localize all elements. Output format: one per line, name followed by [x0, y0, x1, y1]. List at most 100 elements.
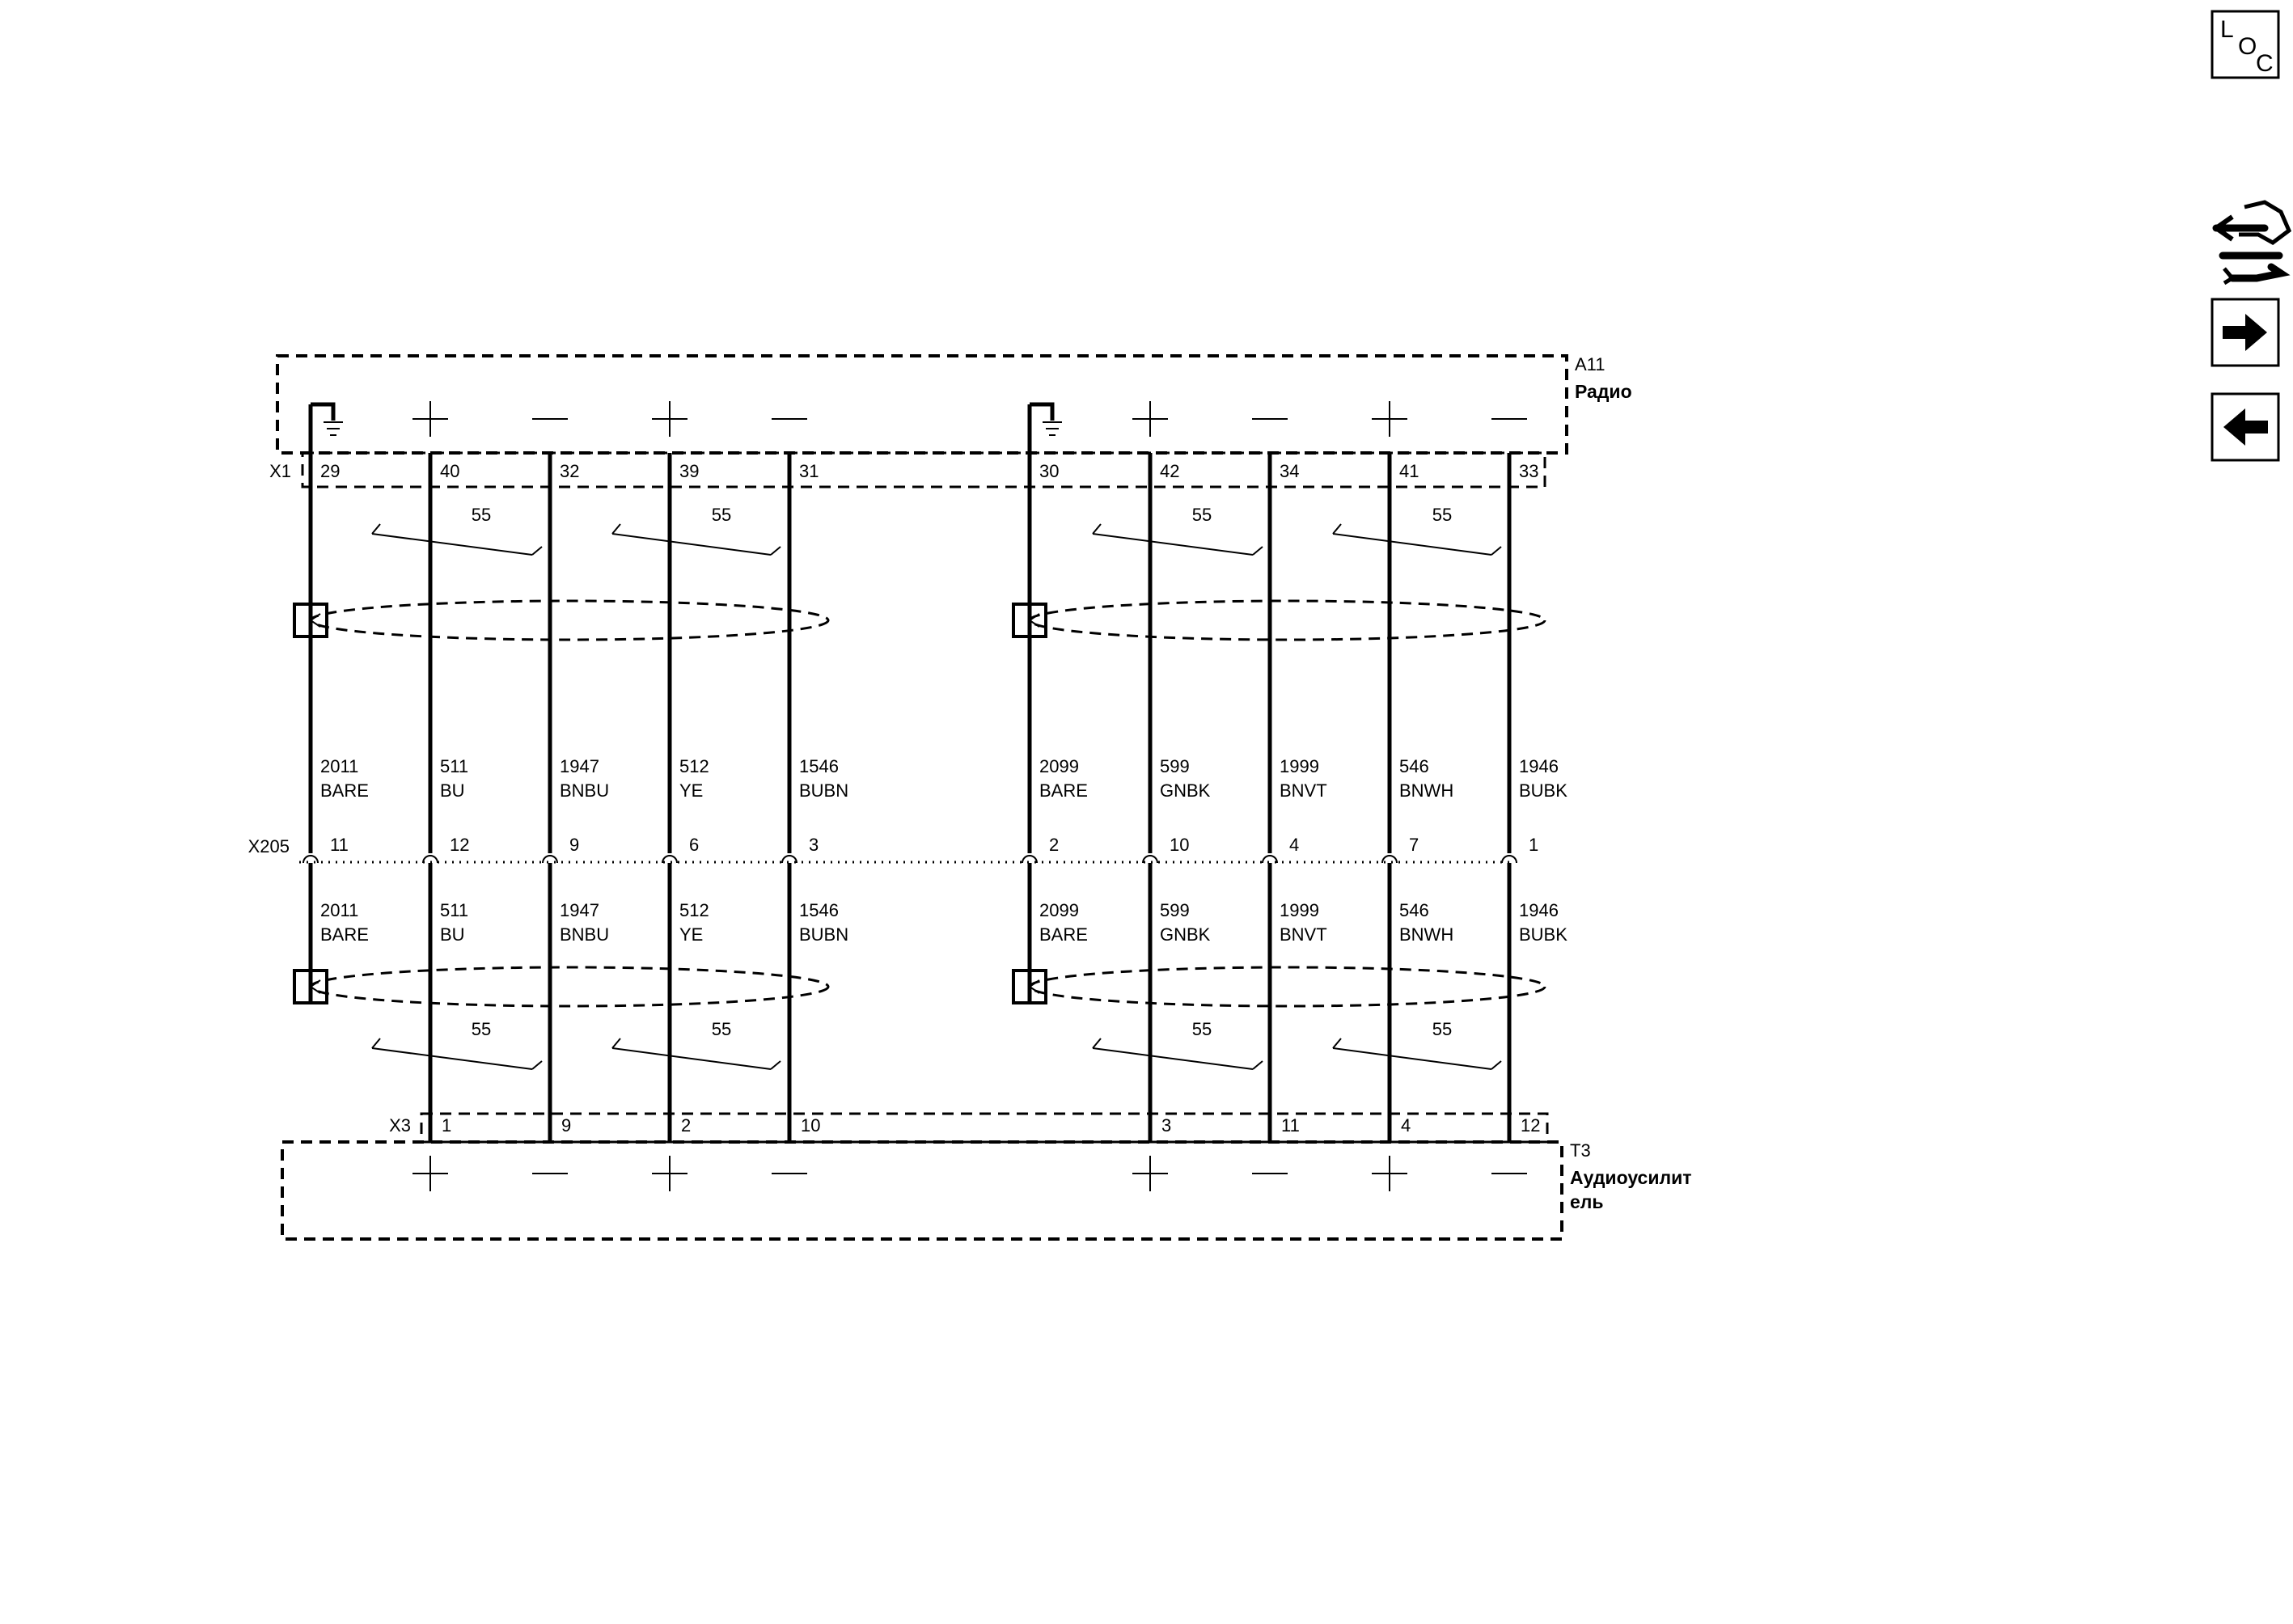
- circuit-number-upper: 1546: [799, 756, 839, 776]
- x1-pin-label: 34: [1280, 461, 1299, 481]
- twist-tick: [531, 1060, 543, 1070]
- loc-icon: [2211, 10, 2280, 79]
- circuit-number-upper: 511: [440, 756, 468, 776]
- x205-pin-label: 6: [689, 835, 699, 855]
- twist-tick: [1252, 546, 1263, 556]
- x1-pin-label: 40: [440, 461, 459, 481]
- arrow-left-icon: [2223, 408, 2268, 446]
- wire-1546: [772, 418, 807, 1174]
- twist-tick: [1332, 1038, 1342, 1049]
- amplifier-name-line1: Аудиоусилит: [1570, 1167, 1691, 1188]
- ground-icon: [1043, 421, 1062, 436]
- wire-512: [652, 401, 687, 1191]
- circuit-number-lower: 1546: [799, 900, 839, 920]
- wire-color-upper: BUBK: [1519, 780, 1567, 801]
- wire-color-lower: BARE: [1039, 924, 1088, 945]
- radio-ref: A11: [1575, 354, 1606, 374]
- wire-color-lower: BNWH: [1399, 924, 1453, 945]
- twist-count-label: 55: [1432, 505, 1452, 525]
- x205-terminal-bump: [1262, 855, 1278, 864]
- plus-icon: [652, 401, 687, 437]
- x3-pin-label: 11: [1281, 1115, 1300, 1136]
- circuit-number-upper: 546: [1399, 756, 1429, 776]
- amplifier-outline: [281, 1140, 1563, 1241]
- wrench-arrows-icon: [2212, 200, 2292, 285]
- loc-letter-c: C: [2256, 50, 2274, 77]
- x1-pin-label: 39: [679, 461, 699, 481]
- x1-pin-label: 32: [560, 461, 579, 481]
- x205-pin-label: 11: [330, 835, 349, 855]
- circuit-number-lower: 1947: [560, 900, 599, 920]
- radio-name: Радио: [1575, 381, 1632, 402]
- x205-terminal-bump: [1022, 855, 1038, 864]
- circuit-number-lower: 2099: [1039, 900, 1079, 920]
- twist-tick: [1491, 1060, 1502, 1070]
- shield-outline: [309, 966, 830, 1008]
- x1-pin-label: 33: [1519, 461, 1538, 481]
- x1-pin-label: 31: [799, 461, 819, 481]
- loc-button[interactable]: L O C: [2211, 10, 2280, 79]
- circuit-number-lower: 1946: [1519, 900, 1559, 920]
- circuit-number-lower: 599: [1160, 900, 1190, 920]
- ground-icon: [324, 421, 343, 436]
- twist-tick: [770, 1060, 781, 1070]
- x205-terminal-bump: [781, 855, 797, 864]
- back-button[interactable]: [2211, 392, 2280, 462]
- twisted-pair-marker-bottom-2: 55: [1092, 1019, 1263, 1070]
- ground-lead: [1030, 402, 1055, 421]
- circuit-number-lower: 1999: [1280, 900, 1319, 920]
- twist-line: [1332, 1047, 1492, 1070]
- service-button[interactable]: [2212, 200, 2292, 285]
- x1-pin-label: 30: [1039, 461, 1059, 481]
- x3-pin-label: 1: [442, 1115, 451, 1136]
- circuit-number-upper: 2011: [320, 756, 358, 776]
- x1-pin-label: 41: [1399, 461, 1419, 481]
- twisted-pair-marker-bottom-1: 55: [611, 1019, 781, 1070]
- twist-tick: [611, 523, 621, 535]
- x205-terminal-bump: [302, 855, 319, 864]
- wire-1946: [1491, 418, 1527, 1174]
- x3-pin-label: 4: [1401, 1115, 1411, 1136]
- twist-line: [611, 533, 772, 556]
- wire-2011: [302, 402, 343, 1003]
- arrow-right-icon: [2223, 314, 2267, 351]
- x3-pin-label: 2: [681, 1115, 691, 1136]
- plus-icon: [1132, 1156, 1168, 1191]
- twist-tick: [371, 523, 381, 535]
- wire-color-upper: YE: [679, 780, 703, 801]
- x205-pin-label: 2: [1049, 835, 1059, 855]
- x205-pin-label: 7: [1409, 835, 1419, 855]
- twist-line: [1092, 533, 1254, 556]
- wire-546: [1372, 401, 1407, 1191]
- x205-terminal-bump: [422, 855, 438, 864]
- twisted-pair-marker-top-2: 55: [1092, 505, 1263, 556]
- wire-color-upper: BARE: [1039, 780, 1088, 801]
- ground-lead: [311, 402, 336, 421]
- wire-color-upper: BU: [440, 780, 465, 801]
- circuit-number-upper: 1946: [1519, 756, 1559, 776]
- wire-color-lower: BNBU: [560, 924, 609, 945]
- radio-module: A11 Радио X1: [269, 354, 1632, 488]
- wire-511: [412, 401, 448, 1191]
- x205-pin-label: 9: [569, 835, 579, 855]
- circuit-number-lower: 511: [440, 900, 468, 920]
- twist-tick: [611, 1038, 621, 1049]
- wire-color-lower: BUBN: [799, 924, 848, 945]
- x205-terminal-bump: [1142, 855, 1158, 864]
- forward-button[interactable]: [2211, 298, 2280, 367]
- twist-line: [371, 1047, 533, 1070]
- twisted-pair-marker-top-1: 55: [611, 505, 781, 556]
- circuit-number-upper: 2099: [1039, 756, 1079, 776]
- shield-right-bottom: [1012, 966, 1546, 1008]
- plus-icon: [412, 401, 448, 437]
- twisted-pair-marker-bottom-3: 55: [1332, 1019, 1502, 1070]
- twist-tick: [1332, 523, 1342, 535]
- x3-pin-label: 10: [801, 1115, 820, 1136]
- twist-tick: [1092, 1038, 1102, 1049]
- circuit-number-upper: 599: [1160, 756, 1190, 776]
- twist-tick: [371, 1038, 381, 1049]
- twist-line: [611, 1047, 772, 1070]
- x205-pin-label: 3: [809, 835, 819, 855]
- wire-599: [1132, 401, 1168, 1191]
